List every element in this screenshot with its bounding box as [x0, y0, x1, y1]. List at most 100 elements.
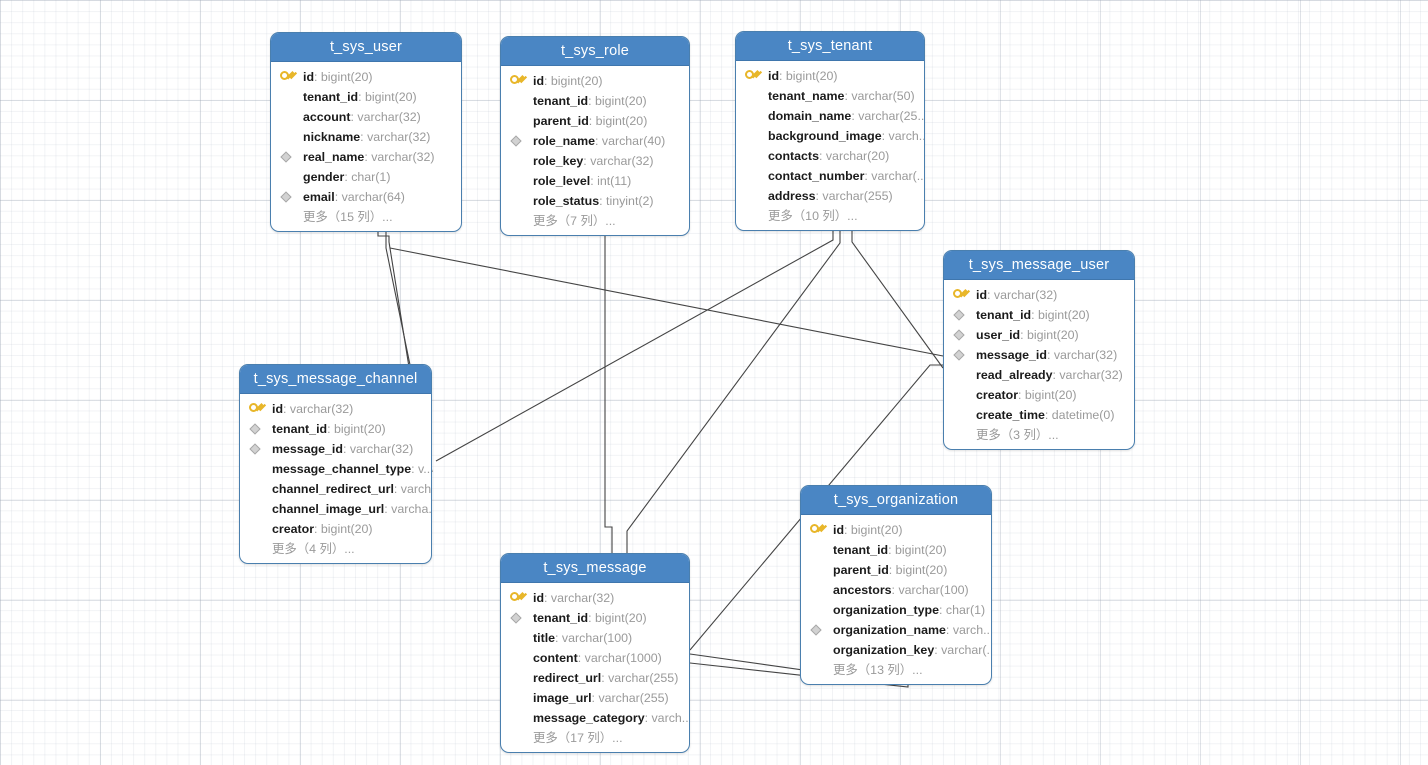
- table-title-t_sys_message_channel: t_sys_message_channel: [240, 365, 431, 394]
- table-row[interactable]: tenant_id: bigint(20): [944, 305, 1134, 325]
- column-type: v...: [418, 462, 431, 476]
- table-row[interactable]: contacts: varchar(20): [736, 146, 924, 166]
- table-row[interactable]: real_name: varchar(32): [271, 147, 461, 167]
- column-name: id: [272, 402, 284, 416]
- table-row[interactable]: id: varchar(32): [944, 285, 1134, 305]
- table-row[interactable]: tenant_id: bigint(20): [240, 419, 431, 439]
- column-separator: :: [577, 651, 585, 665]
- more-columns-label[interactable]: 更多（7 列）...: [533, 214, 616, 228]
- more-columns-label[interactable]: 更多（17 列）...: [533, 731, 623, 745]
- table-card-t_sys_message_channel[interactable]: t_sys_message_channel id: varchar(32)tena…: [239, 364, 432, 564]
- table-row[interactable]: tenant_id: bigint(20): [501, 91, 689, 111]
- table-row[interactable]: background_image: varch...: [736, 126, 924, 146]
- table-row[interactable]: redirect_url: varchar(255): [501, 668, 689, 688]
- table-row[interactable]: domain_name: varchar(25...: [736, 106, 924, 126]
- table-row[interactable]: gender: char(1): [271, 167, 461, 187]
- column-type: tinyint(2): [606, 194, 654, 208]
- table-row[interactable]: channel_image_url: varcha...: [240, 499, 431, 519]
- column-separator: :: [327, 422, 334, 436]
- column-type: varchar(32): [1059, 368, 1123, 382]
- table-row[interactable]: organization_key: varchar(...: [801, 640, 991, 660]
- table-row[interactable]: creator: bigint(20): [240, 519, 431, 539]
- column-name: id: [976, 288, 988, 302]
- table-row[interactable]: create_time: datetime(0): [944, 405, 1134, 425]
- column-type: varchar(32): [371, 150, 435, 164]
- more-columns-label[interactable]: 更多（4 列）...: [272, 542, 355, 556]
- column-type: bigint(20): [594, 94, 647, 108]
- table-row[interactable]: tenant_id: bigint(20): [801, 540, 991, 560]
- table-row[interactable]: creator: bigint(20): [944, 385, 1134, 405]
- table-row[interactable]: account: varchar(32): [271, 107, 461, 127]
- table-row[interactable]: user_id: bigint(20): [944, 325, 1134, 345]
- column-type: bigint(20): [1037, 308, 1090, 322]
- column-separator: :: [891, 583, 899, 597]
- table-row[interactable]: id: bigint(20): [736, 66, 924, 86]
- column-type: varchar(32): [590, 154, 654, 168]
- table-row[interactable]: tenant_id: bigint(20): [271, 87, 461, 107]
- table-row[interactable]: organization_type: char(1): [801, 600, 991, 620]
- table-row[interactable]: tenant_name: varchar(50): [736, 86, 924, 106]
- table-row[interactable]: message_id: varchar(32): [240, 439, 431, 459]
- table-row[interactable]: id: varchar(32): [501, 588, 689, 608]
- column-type: varchar(100): [561, 631, 633, 645]
- more-columns-label[interactable]: 更多（15 列）...: [303, 210, 393, 224]
- table-row[interactable]: title: varchar(100): [501, 628, 689, 648]
- table-row[interactable]: contact_number: varchar(...: [736, 166, 924, 186]
- column-separator: :: [364, 150, 372, 164]
- index-diamond-icon: [952, 345, 970, 365]
- table-row[interactable]: role_status: tinyint(2): [501, 191, 689, 211]
- column-separator: :: [590, 174, 598, 188]
- column-type: bigint(20): [785, 69, 838, 83]
- table-row[interactable]: address: varchar(255): [736, 186, 924, 206]
- column-name: image_url: [533, 691, 592, 705]
- table-row[interactable]: role_level: int(11): [501, 171, 689, 191]
- table-row[interactable]: message_category: varch...: [501, 708, 689, 728]
- table-row[interactable]: content: varchar(1000): [501, 648, 689, 668]
- table-row[interactable]: organization_name: varch...: [801, 620, 991, 640]
- column-name: redirect_url: [533, 671, 602, 685]
- table-row[interactable]: image_url: varchar(255): [501, 688, 689, 708]
- table-row[interactable]: email: varchar(64): [271, 187, 461, 207]
- column-name: creator: [976, 388, 1019, 402]
- table-row[interactable]: id: bigint(20): [801, 520, 991, 540]
- table-row[interactable]: ancestors: varchar(100): [801, 580, 991, 600]
- table-row[interactable]: id: varchar(32): [240, 399, 431, 419]
- column-name: user_id: [976, 328, 1021, 342]
- column-type: varchar(32): [357, 110, 421, 124]
- column-name: role_level: [533, 174, 591, 188]
- table-row[interactable]: id: bigint(20): [501, 71, 689, 91]
- column-name: gender: [303, 170, 345, 184]
- column-name: message_category: [533, 711, 645, 725]
- column-separator: :: [1044, 408, 1052, 422]
- index-diamond-icon: [248, 419, 266, 439]
- column-name: tenant_id: [533, 94, 589, 108]
- table-row[interactable]: tenant_id: bigint(20): [501, 608, 689, 628]
- table-row[interactable]: nickname: varchar(32): [271, 127, 461, 147]
- table-row[interactable]: read_already: varchar(32): [944, 365, 1134, 385]
- table-row[interactable]: id: bigint(20): [271, 67, 461, 87]
- table-row[interactable]: role_name: varchar(40): [501, 131, 689, 151]
- primary-key-icon: [509, 71, 527, 91]
- column-type: bigint(20): [364, 90, 417, 104]
- primary-key-icon: [248, 399, 266, 419]
- table-row[interactable]: message_id: varchar(32): [944, 345, 1134, 365]
- table-row[interactable]: channel_redirect_url: varch...: [240, 479, 431, 499]
- table-row[interactable]: message_channel_type: v...: [240, 459, 431, 479]
- primary-key-icon: [809, 520, 827, 540]
- table-row[interactable]: parent_id: bigint(20): [801, 560, 991, 580]
- more-columns-label[interactable]: 更多（3 列）...: [976, 428, 1059, 442]
- table-row[interactable]: role_key: varchar(32): [501, 151, 689, 171]
- more-columns-label[interactable]: 更多（13 列）...: [833, 663, 923, 677]
- more-columns-label[interactable]: 更多（10 列）...: [768, 209, 858, 223]
- column-separator: :: [599, 194, 607, 208]
- table-row[interactable]: parent_id: bigint(20): [501, 111, 689, 131]
- column-type: bigint(20): [595, 114, 648, 128]
- index-diamond-icon: [509, 131, 527, 151]
